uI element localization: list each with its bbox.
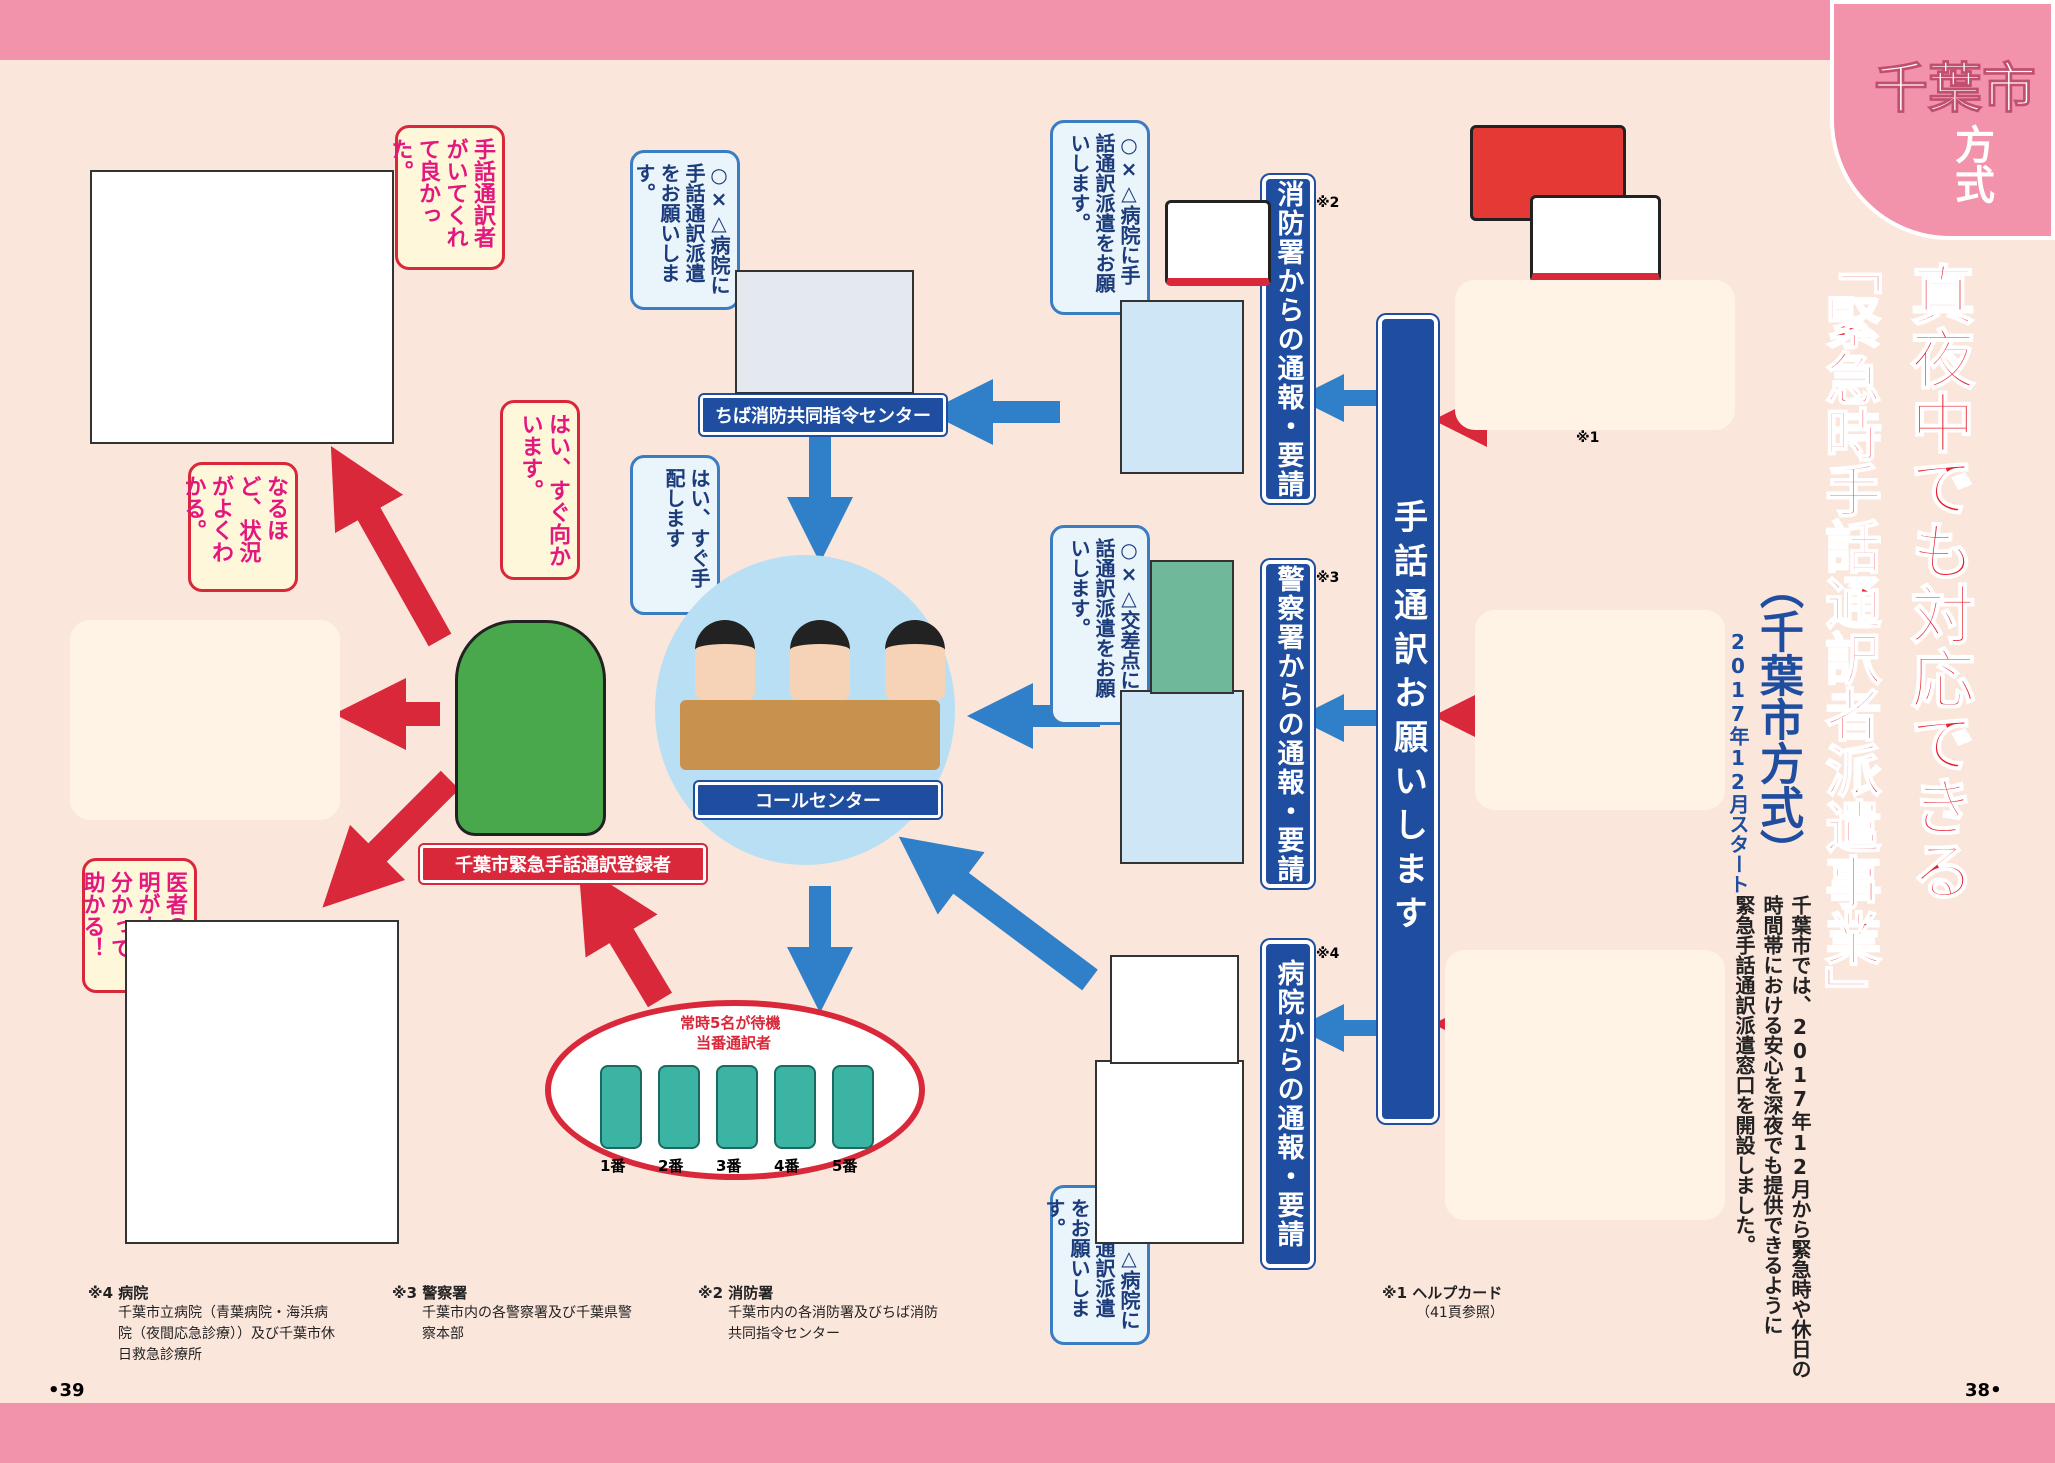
- nurse-on-phone: [1095, 1060, 1244, 1244]
- mark-2: ※2: [1316, 195, 1340, 211]
- report-hospital: 病院からの通報・要請: [1262, 940, 1314, 1268]
- police-and-deaf-man-scene: [1475, 610, 1725, 810]
- hospital-reception-scene: [1445, 950, 1725, 1220]
- ambulance-illustration-right: [1530, 195, 1661, 283]
- ambulance-illustration-left: [1165, 200, 1271, 286]
- mark-3: ※3: [1316, 570, 1340, 586]
- badge-line1: 千葉市: [1874, 57, 2037, 121]
- mark-4: ※4: [1316, 946, 1340, 962]
- call-center-label: コールセンター: [695, 782, 941, 818]
- intro-line3: 緊急手話通訳派遣窓口を開設しました。: [1732, 895, 1756, 1255]
- page-number-right-text: 38: [1965, 1380, 1991, 1401]
- bubble-dispatch: ○×△病院に手話通訳派遣をお願いします。: [630, 150, 740, 310]
- report-fire: 消防署からの通報・要請: [1262, 175, 1314, 503]
- operator-3: [885, 620, 945, 700]
- bullet-icon: •: [1990, 1380, 2002, 1401]
- bubble-hospital-patient: 手話通訳者がいてくれて良かった。: [388, 125, 505, 270]
- clinic-scene-left: [125, 920, 399, 1244]
- report-police: 警察署からの通報・要請: [1262, 560, 1314, 888]
- city-badge: 千葉市 方式: [1830, 0, 2055, 240]
- intro-line1: 千葉市では、2017年12月から緊急時や休日の: [1788, 895, 1812, 1379]
- footnote-body: 千葉市内の各警察署及び千葉県警: [422, 1305, 632, 1321]
- phone-label-2: 2番: [658, 1157, 684, 1175]
- running-interpreter: [455, 620, 606, 836]
- footnote-body: 院（夜間応急診療））及び千葉市休: [118, 1326, 335, 1342]
- page-number-left: •39: [48, 1380, 85, 1401]
- footnote-head: ※3 警察署: [392, 1284, 468, 1302]
- bullet-icon: •: [48, 1380, 60, 1401]
- police-officer-on-phone: [1120, 690, 1244, 864]
- registrant-label: 千葉市緊急手話通訳登録者: [420, 845, 706, 883]
- firefighters-and-deaf-couple: [1455, 280, 1735, 430]
- center-request-bar: 手話通訳お願いします: [1378, 315, 1438, 1123]
- bubble-police-scene: なるほど、状況がよくわかる。: [181, 462, 298, 592]
- hospital-ward-scene: [90, 170, 394, 444]
- bubble-fire: ○×△病院に手話通訳派遣をお願いします。: [1050, 120, 1150, 315]
- red-to-hospital: [330, 446, 452, 647]
- footnote-head: ※1 ヘルプカード: [1382, 1284, 1503, 1302]
- title-subtitle: （千葉市方式）: [1752, 565, 1803, 873]
- footnote-head: ※2 消防署: [698, 1284, 774, 1302]
- red-phones-to-registrant: [578, 863, 673, 1008]
- bubble-interpreter: はい、すぐ向かいます。: [500, 400, 580, 580]
- phone-4: [774, 1065, 816, 1149]
- operator-1: [695, 620, 755, 700]
- title-line2: 「緊急時手話通訳者派遣事業」: [1815, 237, 1882, 1023]
- footnote-body: 千葉市内の各消防署及びちば消防: [728, 1305, 938, 1321]
- call-center-desk: [680, 700, 940, 770]
- page-number-left-text: 39: [59, 1380, 85, 1401]
- top-band: [0, 0, 2055, 60]
- fire-officer-on-phone: [1120, 300, 1244, 474]
- red-to-clinic: [322, 770, 460, 908]
- bubble-police: ○×△交差点に手話通訳派遣をお願いします。: [1050, 525, 1150, 725]
- phone-5: [832, 1065, 874, 1149]
- hospital-building-center: [1110, 955, 1239, 1064]
- footnote-body: 日救急診療所: [118, 1347, 202, 1363]
- phone-1: [600, 1065, 642, 1149]
- footnote-fire: ※2 消防署 千葉市内の各消防署及びちば消防 共同指令センター: [698, 1282, 998, 1345]
- police-scene-left: [70, 620, 340, 820]
- footnote-body: 察本部: [422, 1326, 464, 1342]
- standby-line2: 当番通訳者: [696, 1034, 772, 1052]
- dispatch-center-label: ちば消防共同指令センター: [700, 395, 946, 435]
- footnote-helpcard: ※1 ヘルプカード （41頁参照）: [1382, 1282, 1602, 1324]
- start-date: 2017年12月スタート: [1726, 630, 1750, 894]
- phone-label-5: 5番: [832, 1157, 858, 1175]
- badge-line2: 方式: [1948, 124, 1994, 204]
- to-callcenter-from-hospital: [898, 836, 1098, 991]
- footnote-head: ※4 病院: [88, 1284, 149, 1302]
- dispatch-operator: [735, 270, 914, 394]
- bottom-band: [0, 1403, 2055, 1463]
- police-building: [1150, 560, 1234, 694]
- phone-2: [658, 1065, 700, 1149]
- intro-line2: 時間帯における安心を深夜でも提供できるように: [1760, 895, 1784, 1335]
- phone-label-1: 1番: [600, 1157, 626, 1175]
- operator-2: [790, 620, 850, 700]
- phone-label-3: 3番: [716, 1157, 742, 1175]
- footnote-hospital: ※4 病院 千葉市立病院（青葉病院・海浜病 院（夜間応急診療））及び千葉市休 日…: [88, 1282, 378, 1366]
- standby-line1: 常時5名が待機: [680, 1014, 781, 1032]
- footnote-body: （41頁参照）: [1416, 1305, 1504, 1321]
- phone-label-4: 4番: [774, 1157, 800, 1175]
- page-number-right: 38•: [1965, 1380, 2002, 1401]
- phone-3: [716, 1065, 758, 1149]
- footnote-body: 共同指令センター: [728, 1326, 840, 1342]
- bubble-callcenter: はい、すぐ手配します: [630, 455, 720, 615]
- mark-1: ※1: [1576, 430, 1600, 446]
- footnote-police: ※3 警察署 千葉市内の各警察署及び千葉県警 察本部: [392, 1282, 682, 1345]
- footnote-body: 千葉市立病院（青葉病院・海浜病: [118, 1305, 328, 1321]
- title-line1: 真夜中でも対応できる: [1899, 261, 1975, 903]
